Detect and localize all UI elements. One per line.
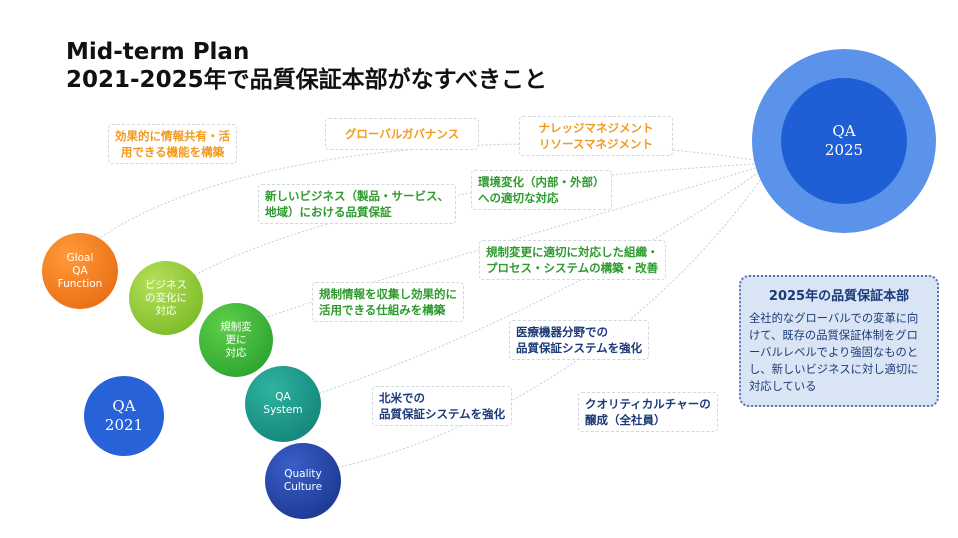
connector-4 bbox=[299, 162, 773, 401]
step-business-change: ビジネス の変化に 対応 bbox=[129, 261, 203, 335]
label-info-sharing: 効果的に情報共有・活 用できる機能を構築 bbox=[108, 124, 237, 164]
step-quality-culture: Quality Culture bbox=[265, 443, 341, 519]
connector-1 bbox=[81, 143, 773, 253]
label-north-america: 北米での 品質保証システムを強化 bbox=[372, 386, 513, 426]
label-regulatory-organization: 規制変更に適切に対応した組織・ プロセス・システムの構築・改善 bbox=[479, 240, 666, 280]
title-line-2: 2021-2025年で品質保証本部がなすべきこと bbox=[66, 67, 547, 93]
label-knowledge-resource: ナレッジマネジメント リソースマネジメント bbox=[519, 116, 673, 156]
title-line-1: Mid-term Plan bbox=[66, 39, 250, 65]
description-heading: 2025年の品質保証本部 bbox=[768, 289, 910, 304]
qa-2025-description-box: 2025年の品質保証本部 全社的なグローバルでの変革に向けて、既存の品質保証体制… bbox=[739, 275, 939, 407]
step-regulatory-change: 規制変 更に 対応 bbox=[199, 303, 273, 377]
label-global-governance: グローバルガバナンス bbox=[325, 118, 479, 150]
description-body: 全社的なグローバルでの変革に向けて、既存の品質保証体制をグローバルレベルでより強… bbox=[749, 312, 919, 393]
connector-2 bbox=[159, 162, 773, 296]
label-regulatory-information: 規制情報を収集し効果的に 活用できる仕組みを構築 bbox=[312, 282, 464, 322]
label-new-business: 新しいビジネス（製品・サービス、 地域）における品質保証 bbox=[258, 184, 456, 224]
step-qa-system: QA System bbox=[245, 366, 321, 442]
label-quality-culture: クオリティカルチャーの 醸成（全社員） bbox=[578, 392, 718, 432]
connector-3 bbox=[229, 162, 773, 331]
step-global-qa-function: Gloal QA Function bbox=[42, 233, 118, 309]
label-medical-devices: 医療機器分野での 品質保証システムを強化 bbox=[509, 320, 650, 360]
qa2021-circle: QA 2021 bbox=[84, 376, 164, 456]
qa2025-circle: QA 2025 bbox=[781, 78, 907, 204]
label-environment-change: 環境変化（内部・外部） への適切な対応 bbox=[471, 170, 612, 210]
page-title: Mid-term Plan 2021-2025年で品質保証本部がなすべきこと bbox=[66, 38, 547, 94]
